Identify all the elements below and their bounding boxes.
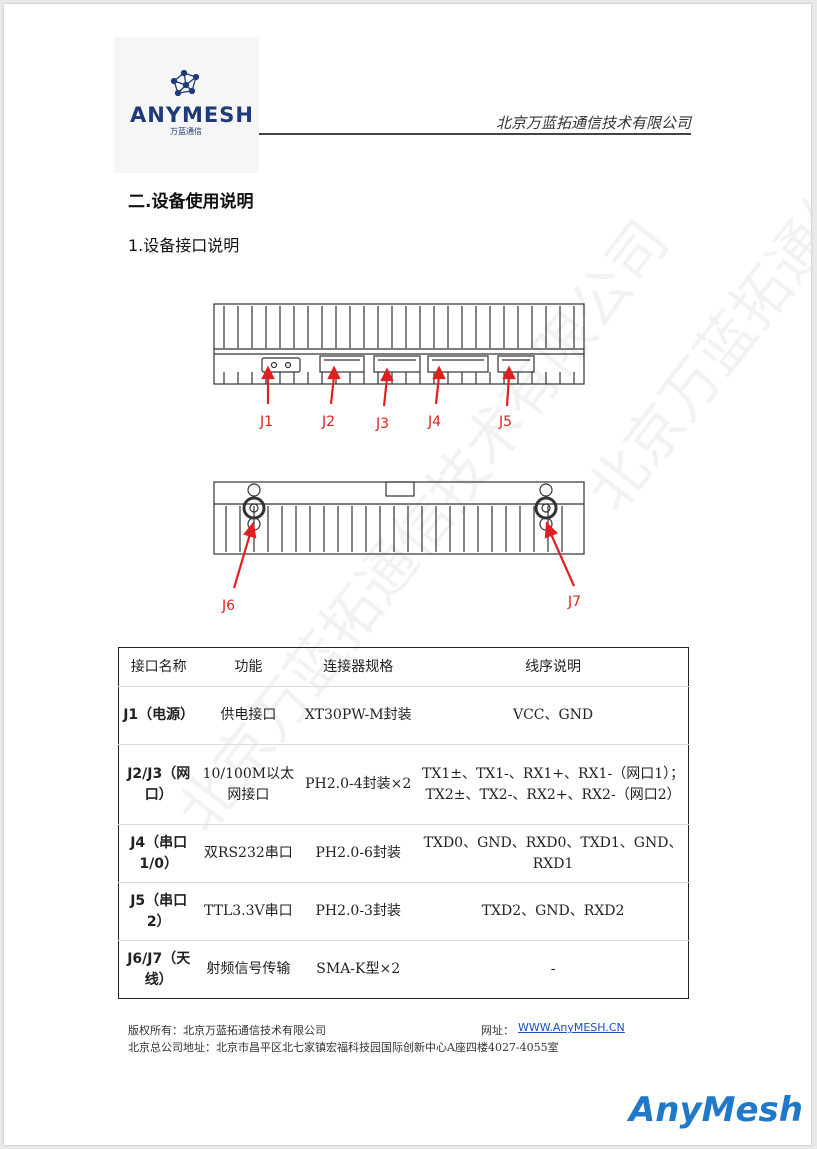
function-cell: 10/100M以太网接口 [198,744,299,825]
header-divider [259,133,691,135]
footer-website-link[interactable]: WWW.AnyMESH.CN [518,1021,625,1034]
column-header: 功能 [198,647,299,687]
footer-url-label: 网址： [481,1024,514,1037]
device-interface-diagram: J1 J2 J3 J4 J5 J6 J7 [213,303,585,614]
pinout-cell: TX1±、TX1-、RX1+、RX1-（网口1）；TX2±、TX2-、RX2+、… [418,744,689,825]
document-page: ANYMESH 万蓝通信 北京万蓝拓通信技术有限公司 二.设备使用说明 1.设备… [4,4,811,1145]
header-company-name: 北京万蓝拓通信技术有限公司 [495,114,691,132]
table-row: J1（电源） 供电接口 XT30PW-M封装 VCC、GND [119,687,689,745]
section-title: 二.设备使用说明 [128,192,254,212]
connector-cell: PH2.0-6封装 [298,824,419,883]
logo-text: ANYMESH [130,103,254,127]
connector-cell: SMA-K型×2 [298,940,419,999]
device-rear-view [213,481,585,555]
table-row: J4（串口1/0） 双RS232串口 PH2.0-6封装 TXD0、GND、RX… [118,824,689,883]
interface-spec-table: 接口名称 功能 连接器规格 线序说明 J1（电源） 供电接口 XT30PW-M封… [118,647,689,999]
label-j5: J5 [498,414,512,430]
column-header: 连接器规格 [298,647,419,687]
table-row: J5（串口2） TTL3.3V串口 PH2.0-3封装 TXD2、GND、RXD… [118,882,689,941]
table-row: J6/J7（天线） 射频信号传输 SMA-K型×2 - [118,940,689,999]
callout-arrows [232,365,576,589]
interface-name-cell: J1（电源） [123,707,195,723]
label-j6: J6 [221,598,235,614]
function-cell: TTL3.3V串口 [198,882,299,941]
function-cell: 供电接口 [220,707,277,723]
footer-copyright: 版权所有：北京万蓝拓通信技术有限公司 [128,1024,326,1037]
column-header: 接口名称 [118,647,199,687]
table-row: J2/J3（网口） 10/100M以太网接口 PH2.0-4封装×2 TX1±、… [118,744,689,825]
label-j4: J4 [427,414,441,430]
column-header: 线序说明 [418,647,689,687]
logo-subtitle: 万蓝通信 [170,127,202,136]
subsection-title: 1.设备接口说明 [128,236,240,255]
label-j1: J1 [259,414,273,430]
device-front-view [213,303,585,385]
pinout-cell: TXD0、GND、RXD0、TXD1、GND、RXD1 [418,824,689,883]
interface-name-cell: J6/J7（天线） [118,940,199,999]
connector-cell: XT30PW-M封装 [304,707,412,723]
label-j2: J2 [321,414,335,430]
function-cell: 射频信号传输 [198,940,299,999]
label-j3: J3 [375,416,389,432]
interface-name-cell: J2/J3（网口） [118,744,199,825]
interface-name-cell: J4（串口1/0） [118,824,199,883]
pinout-cell: VCC、GND [512,707,594,723]
connector-cell: PH2.0-3封装 [298,882,419,941]
pinout-cell: - [418,940,689,999]
network-logo-icon [170,69,200,97]
brand-logo-bottom: AnyMesh [628,1090,803,1130]
pinout-cell: TXD2、GND、RXD2 [418,882,689,941]
label-j7: J7 [567,594,581,610]
function-cell: 双RS232串口 [198,824,299,883]
connector-cell: PH2.0-4封装×2 [298,744,419,825]
footer-address: 北京总公司地址：北京市昌平区北七家镇宏福科技园国际创新中心A座四楼4027-40… [128,1041,559,1054]
company-logo: ANYMESH 万蓝通信 [114,37,259,173]
interface-name-cell: J5（串口2） [118,882,199,941]
table-header-row: 接口名称 功能 连接器规格 线序说明 [118,647,689,687]
